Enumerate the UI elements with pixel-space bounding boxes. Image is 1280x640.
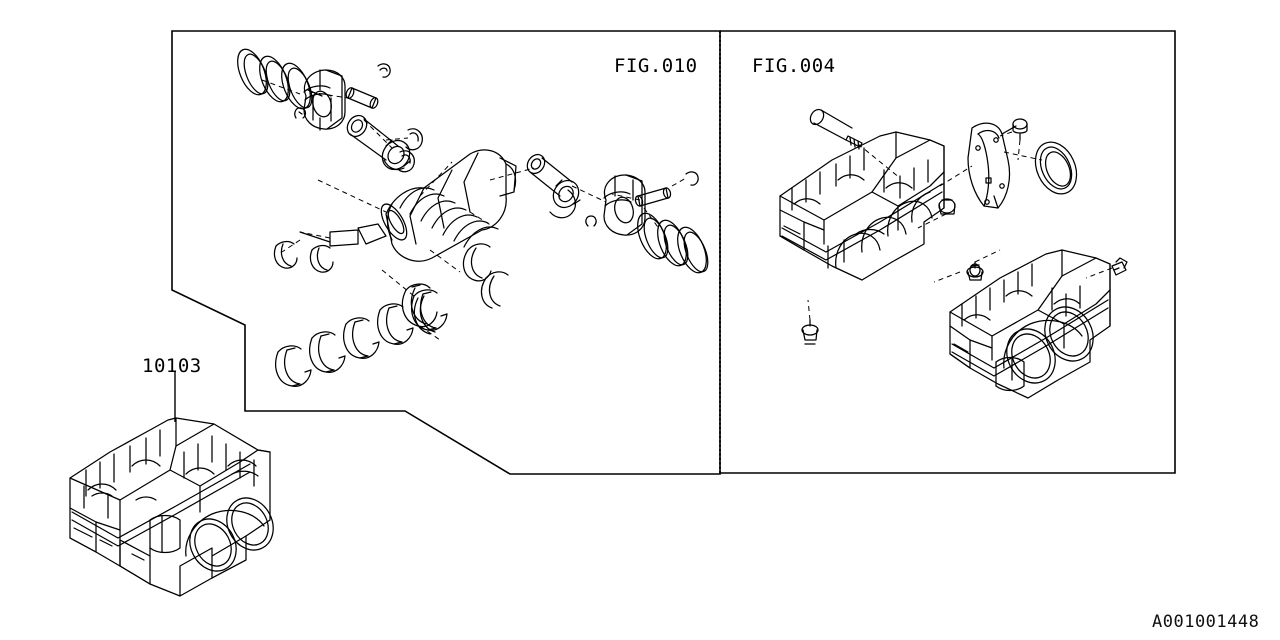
oil-gallery-plug-bottom [801, 319, 819, 345]
cylinder-block-right-half [949, 249, 1111, 399]
cylinder-block-gasket [967, 122, 1017, 209]
piston-lower [603, 174, 646, 236]
cylinder-block-through-bolt [809, 108, 863, 150]
oil-gallery-plug-top [1012, 118, 1028, 141]
crankshaft [299, 149, 517, 262]
assembly-guide-lines-right [807, 131, 1113, 321]
fig-label-right: FIG.004 [752, 55, 836, 77]
part-number-label-10103: 10103 [142, 355, 202, 377]
crankshaft-thrust-bearing [401, 283, 438, 335]
connecting-rod-lower [526, 153, 581, 219]
oil-gallery-plug-mid [938, 198, 956, 215]
right-panel-outline [720, 30, 1176, 474]
service-hole-plug-right [1111, 257, 1128, 276]
main-bearing-nose-pair [273, 240, 334, 273]
crankshaft-oil-seal [1034, 141, 1078, 195]
short-block-assembly [69, 417, 274, 597]
oil-gallery-plug-lower-right [966, 261, 984, 281]
reference-code-label: A001001448 [1152, 612, 1260, 632]
piston-pin-circlip-upper [377, 63, 391, 78]
piston-upper [303, 69, 346, 131]
connecting-rod-bearing-lower [462, 243, 509, 309]
connecting-rod-upper [346, 114, 411, 171]
assembly-guide-lines-left [261, 79, 687, 341]
left-panel-outline [171, 30, 721, 475]
fig-label-left: FIG.010 [614, 55, 698, 77]
piston-ring-set-lower [637, 212, 709, 274]
cylinder-block-left-half [779, 131, 945, 281]
connecting-rod-bearing-upper [397, 128, 423, 173]
piston-ring-set-upper [237, 48, 323, 110]
piston-pin-circlip-lower [294, 107, 307, 119]
